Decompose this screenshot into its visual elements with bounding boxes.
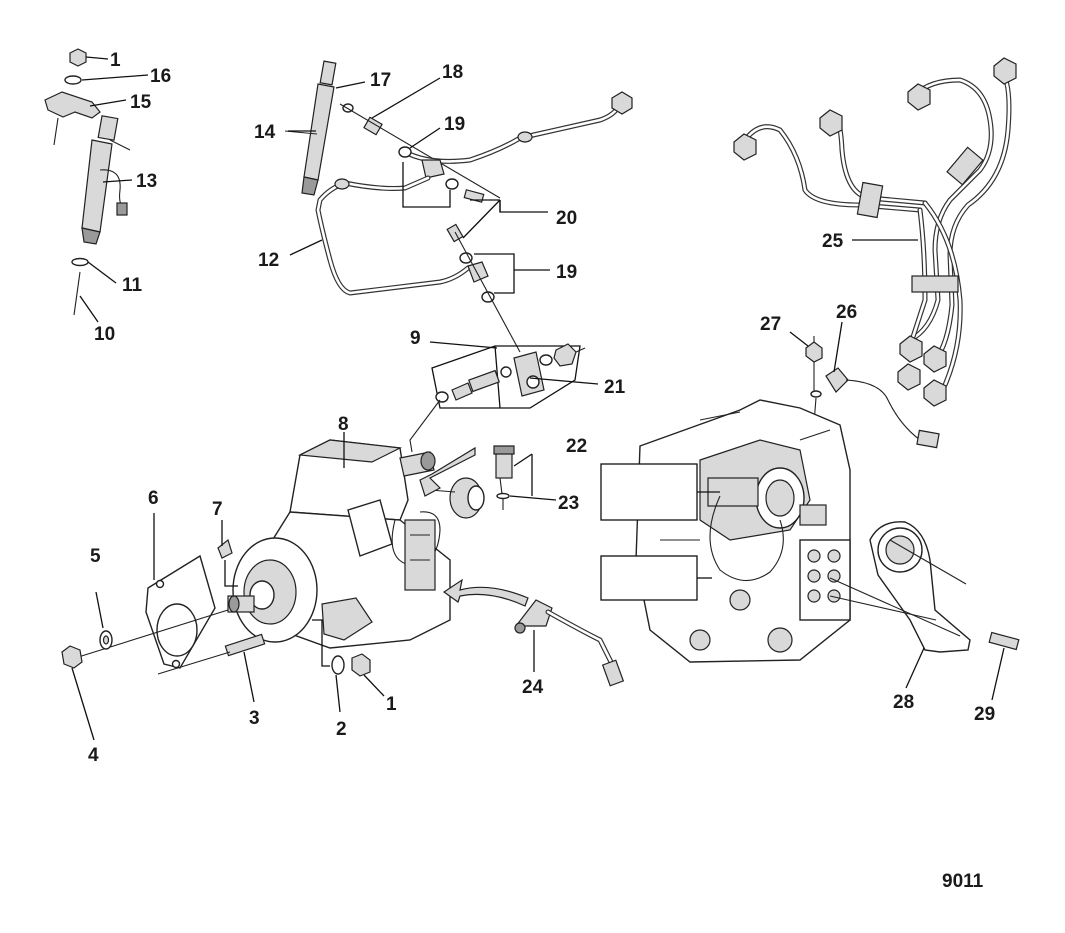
callout-10: 10	[94, 324, 115, 345]
callout-2: 2	[336, 719, 347, 740]
engine-block-view	[600, 399, 851, 663]
callout-22: 22	[566, 436, 587, 457]
callout-20: 20	[556, 208, 577, 229]
callout-6: 6	[148, 488, 159, 509]
callout-19: 19	[556, 262, 577, 283]
high-pressure-fuel-lines	[733, 57, 1017, 407]
callout-13: 13	[136, 171, 157, 192]
injection-pump	[227, 432, 529, 649]
access-cover	[829, 521, 1020, 701]
callout-28: 28	[893, 692, 914, 713]
callout-12: 12	[258, 250, 279, 271]
callout-1: 1	[110, 50, 121, 71]
callout-16: 16	[150, 66, 171, 87]
overflow-valve-assembly	[409, 341, 599, 453]
return-line-assembly	[284, 60, 633, 353]
callout-24: 24	[522, 677, 544, 698]
callout-4: 4	[88, 745, 99, 766]
callout-29: 29	[974, 704, 995, 725]
sensor-parts	[493, 445, 625, 687]
callout-18: 18	[442, 62, 463, 83]
callout-14: 14	[254, 122, 276, 143]
callout-17: 17	[370, 70, 391, 91]
pump-mounting-parts	[61, 513, 385, 741]
callout-21: 21	[604, 377, 626, 398]
callout-19: 19	[444, 114, 465, 135]
callout-9: 9	[410, 328, 421, 349]
figure-number: 9011	[942, 871, 984, 892]
callout-23: 23	[558, 493, 579, 514]
callout-1: 1	[386, 694, 397, 715]
injector-assembly-left	[44, 48, 149, 323]
temperature-sensor	[789, 321, 940, 501]
callout-26: 26	[836, 302, 857, 323]
callout-15: 15	[130, 92, 152, 113]
callout-3: 3	[249, 708, 260, 729]
callout-5: 5	[90, 546, 101, 567]
callout-8: 8	[338, 414, 349, 435]
callout-labels: 1 16 15 13 11 10 17 18 14 19 20 12 19 9 …	[88, 50, 995, 766]
callout-25: 25	[822, 231, 844, 252]
callout-7: 7	[212, 499, 223, 520]
callout-27: 27	[760, 314, 781, 335]
callout-11: 11	[122, 275, 143, 296]
